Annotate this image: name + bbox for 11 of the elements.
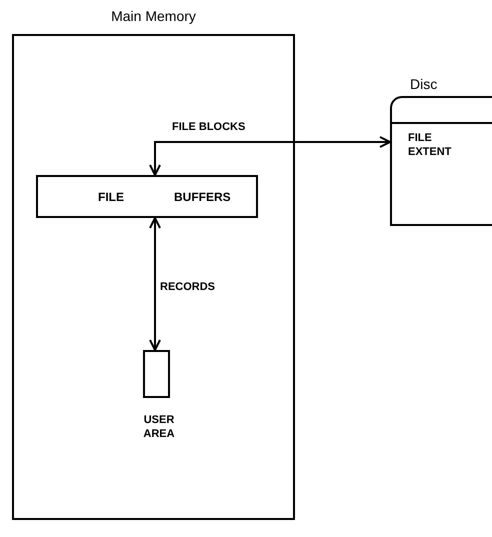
edge-label: RECORDS [160, 282, 216, 293]
box-label: BUFFERS [174, 188, 231, 206]
box-title: Main Memory [110, 7, 197, 26]
buffer-box [36, 175, 258, 218]
edge-label: FILE BLOCKS [172, 122, 246, 133]
box-label: FILE [98, 188, 124, 206]
box-label: FILE EXTENT [408, 132, 452, 160]
connector-arrow [149, 217, 161, 351]
connector-arrow [149, 136, 391, 176]
node-caption: USER AREA [142, 414, 176, 442]
box-title: Disc [410, 75, 438, 94]
